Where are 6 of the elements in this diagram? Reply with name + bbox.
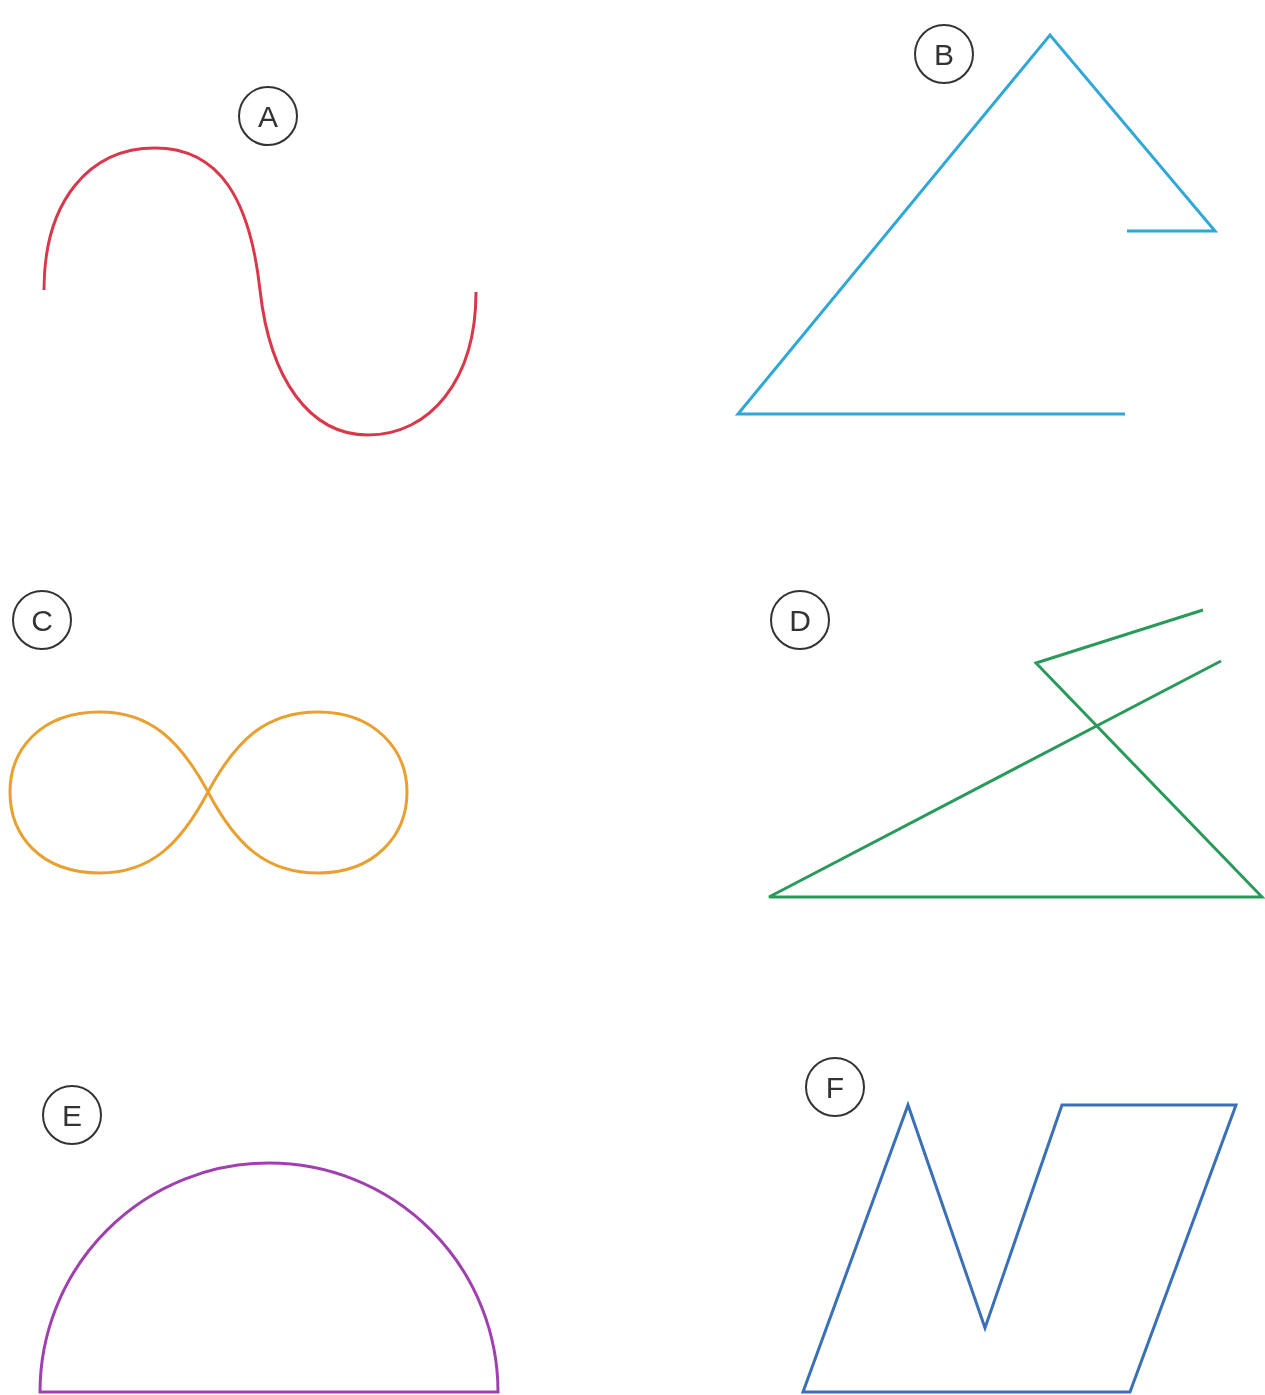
- circled-letter: B: [914, 24, 974, 84]
- circled-letter: C: [12, 590, 72, 650]
- circled-letter: E: [42, 1085, 102, 1145]
- circled-letter: A: [238, 86, 298, 146]
- circled-letter: F: [805, 1057, 865, 1117]
- circled-letter: D: [770, 590, 830, 650]
